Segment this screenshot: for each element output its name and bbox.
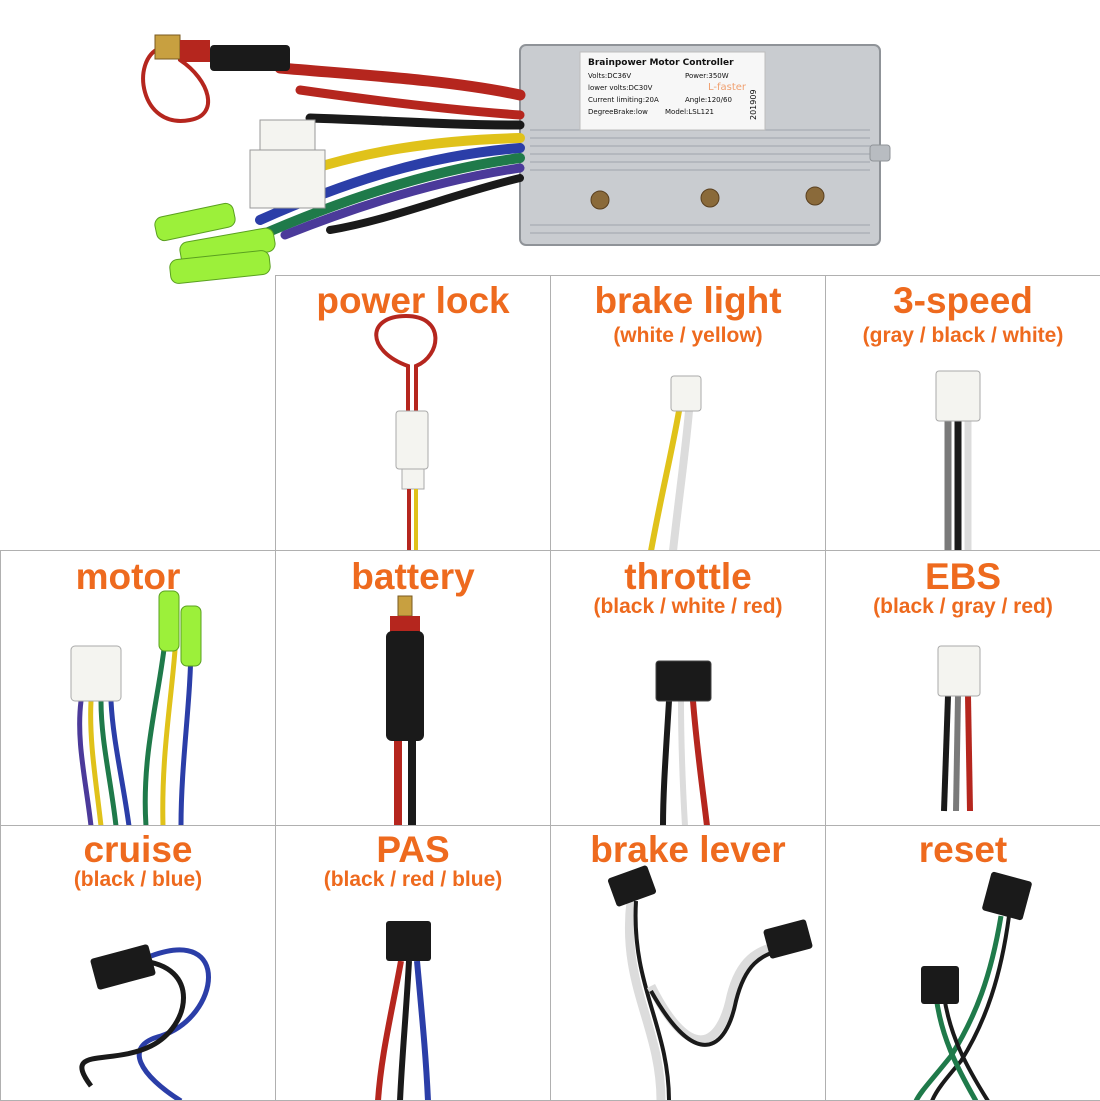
cell-brake-light: brake light (white / yellow) (550, 275, 826, 551)
cell-subtitle: (gray / black / white) (862, 324, 1064, 347)
cell-title: brake lever (590, 829, 786, 870)
power-lock-connector-illustration (374, 313, 438, 550)
cell-three-speed: 3-speed (gray / black / white) (825, 275, 1100, 551)
svg-text:DegreeBrake:low: DegreeBrake:low (588, 108, 648, 116)
battery-connector-illustration (386, 595, 424, 825)
brake-light-connector-illustration (648, 375, 702, 550)
cell-cruise: cruise (black / blue) (0, 825, 276, 1101)
cell-title: PAS (376, 829, 450, 870)
ebs-connector-illustration (937, 645, 981, 812)
svg-text:Model:LSL121: Model:LSL121 (665, 108, 714, 116)
cell-title: EBS (924, 556, 1002, 597)
brake-lever-connector-illustration (607, 865, 813, 1100)
date-code: 201909 (749, 89, 758, 120)
pas-connector-illustration (375, 921, 431, 1100)
screw-icon (805, 186, 825, 206)
three-speed-connector-illustration (935, 370, 981, 550)
brand-label: L-faster (708, 82, 747, 93)
cell-title: brake light (594, 280, 782, 321)
cell-title: motor (75, 556, 181, 597)
cell-throttle: throttle (black / white / red) (550, 550, 826, 826)
reset-connector-illustration (913, 871, 1032, 1100)
svg-text:Power:350W: Power:350W (685, 72, 729, 80)
cell-subtitle: (white / yellow) (613, 324, 763, 347)
cell-title: cruise (83, 829, 193, 870)
cell-ebs: EBS (black / gray / red) (825, 550, 1100, 826)
cell-motor: motor (0, 550, 276, 826)
controller-label (579, 51, 766, 131)
cell-title: throttle (624, 556, 752, 597)
svg-text:Angle:120/60: Angle:120/60 (685, 96, 732, 104)
cell-title: 3-speed (893, 280, 1033, 321)
motor-connector-illustration (70, 590, 202, 825)
cell-subtitle: (black / gray / red) (873, 595, 1053, 618)
throttle-connector-illustration (655, 660, 712, 825)
svg-text:lower volts:DC30V: lower volts:DC30V (588, 84, 653, 92)
cell-title: battery (351, 556, 475, 597)
cell-pas: PAS (black / red / blue) (275, 825, 551, 1101)
cruise-connector-illustration (79, 944, 211, 1100)
cell-power-lock: power lock (275, 275, 551, 551)
controller-illustration: Brainpower Motor Controller Volts:DC36V … (141, 34, 891, 284)
cell-subtitle: (black / red / blue) (323, 868, 503, 891)
cell-subtitle: (black / white / red) (593, 595, 783, 618)
svg-text:Volts:DC36V: Volts:DC36V (588, 72, 631, 80)
screw-icon (700, 188, 720, 208)
cell-title: power lock (316, 280, 510, 321)
screw-icon (590, 190, 610, 210)
cell-subtitle: (black / blue) (73, 868, 203, 891)
cell-title: reset (918, 829, 1008, 870)
svg-text:Current limiting:20A: Current limiting:20A (588, 96, 659, 104)
cell-brake-lever: brake lever (550, 825, 826, 1101)
cell-battery: battery (275, 550, 551, 826)
controller-label-title: Brainpower Motor Controller (588, 58, 734, 68)
cell-reset: reset (825, 825, 1100, 1101)
motor-controller-photo: Brainpower Motor Controller Volts:DC36V … (110, 20, 910, 290)
